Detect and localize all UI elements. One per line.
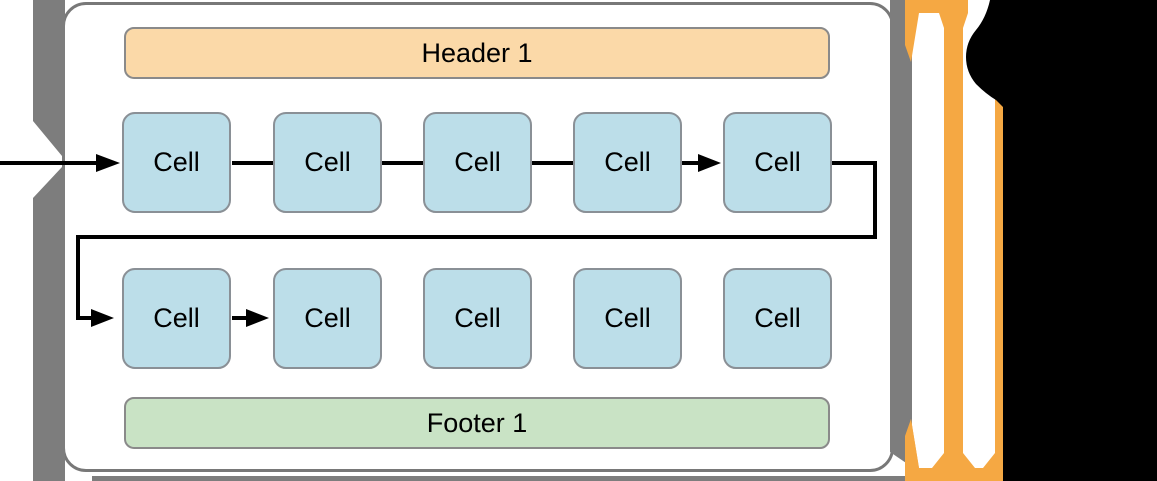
cell-label: Cell xyxy=(754,147,801,177)
cell-label: Cell xyxy=(454,147,501,177)
scroll-direction-arrow-bottom-head xyxy=(905,419,1003,481)
cell-label: Cell xyxy=(304,303,351,333)
cell-row1-1: Cell xyxy=(122,112,231,213)
cell-label: Cell xyxy=(153,147,200,177)
cell-label: Cell xyxy=(304,147,351,177)
cell-row1-4: Cell xyxy=(573,112,682,213)
cell-label: Cell xyxy=(754,303,801,333)
cell-row2-4: Cell xyxy=(573,268,682,369)
section-footer-label: Footer 1 xyxy=(426,407,528,438)
cell-label: Cell xyxy=(604,303,651,333)
layout-order-arrow xyxy=(0,161,877,320)
section-header: Header 1 xyxy=(124,27,830,79)
cell-label: Cell xyxy=(153,303,200,333)
cell-row1-3: Cell xyxy=(423,112,532,213)
cell-row2-3: Cell xyxy=(423,268,532,369)
scroll-direction-arrow-bottom-wing xyxy=(905,419,919,468)
flow-arrowheads xyxy=(91,154,721,327)
arrowhead-entry xyxy=(96,154,120,172)
bottom-frame-bar xyxy=(92,476,915,481)
cell-row1-2: Cell xyxy=(273,112,382,213)
cell-row2-1: Cell xyxy=(122,268,231,369)
arrowhead-into-r2c2 xyxy=(246,309,269,327)
scroll-direction-arrow-stem xyxy=(905,0,975,481)
arrowhead-into-r2c1 xyxy=(91,309,114,327)
wrap-line-row1-to-row2 xyxy=(76,161,877,320)
cell-row2-5: Cell xyxy=(723,268,832,369)
masked-right-region xyxy=(966,0,1157,481)
cell-row2-2: Cell xyxy=(273,268,382,369)
cell-label: Cell xyxy=(604,147,651,177)
right-frame-strip xyxy=(890,0,912,467)
section-footer: Footer 1 xyxy=(124,397,830,449)
scroll-direction-arrow-right-edge xyxy=(983,85,1005,481)
cell-row1-5: Cell xyxy=(723,112,832,213)
section-header-label: Header 1 xyxy=(421,37,533,68)
left-frame-strip xyxy=(33,0,65,481)
cell-label: Cell xyxy=(454,303,501,333)
arrowhead-into-r1c5 xyxy=(698,154,721,172)
